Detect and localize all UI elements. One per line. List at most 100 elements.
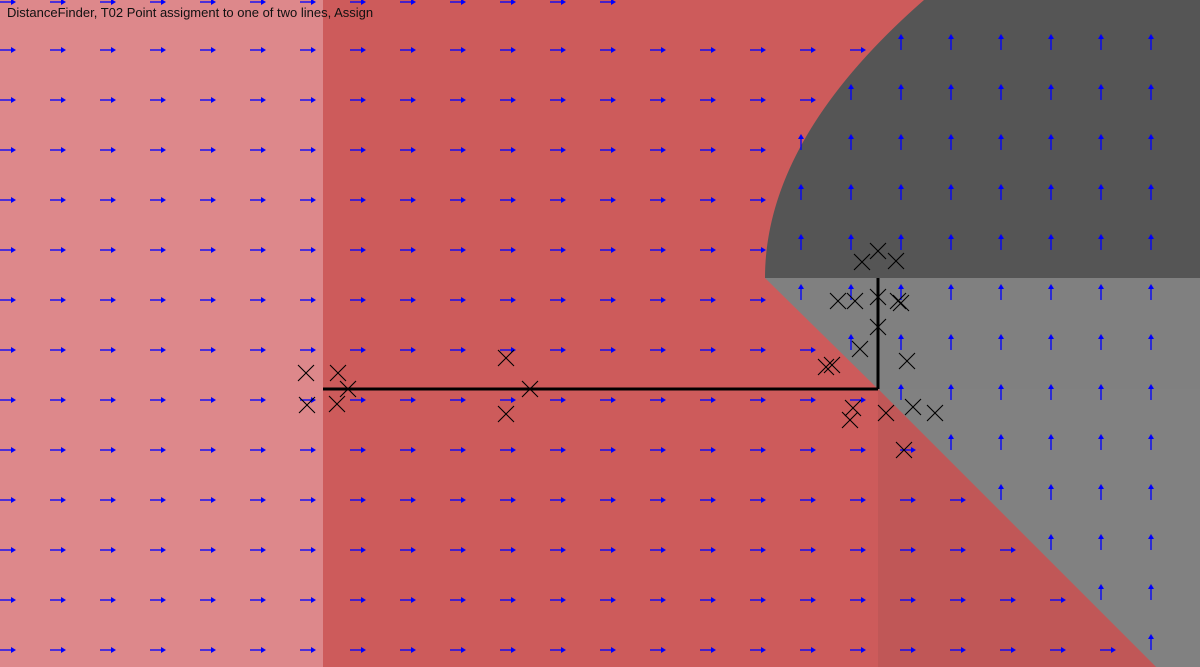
arrow-right-icon (200, 247, 216, 253)
arrow-head (1011, 647, 1016, 653)
arrow-right-icon (150, 647, 166, 653)
arrow-right-icon (150, 0, 166, 5)
arrow-head (261, 647, 266, 653)
arrow-head (511, 47, 516, 53)
arrow-right-icon (350, 147, 366, 153)
cross-stroke (823, 356, 841, 374)
arrow-head (561, 447, 566, 453)
arrow-head (861, 647, 866, 653)
cross-stroke (887, 252, 905, 270)
arrow-head (11, 547, 16, 553)
arrow-right-icon (600, 347, 616, 353)
cross-marker-icon (297, 364, 315, 382)
arrow-right-icon (550, 397, 566, 403)
arrow-right-icon (200, 497, 216, 503)
arrow-right-icon (800, 97, 816, 103)
cross-marker-icon (823, 356, 841, 374)
arrow-up-icon (998, 384, 1004, 400)
arrow-right-icon (200, 147, 216, 153)
arrow-head (1048, 384, 1054, 389)
arrow-up-icon (1148, 484, 1154, 500)
cross-stroke (892, 294, 910, 312)
arrow-head (561, 147, 566, 153)
arrow-head (111, 247, 116, 253)
arrow-head (998, 234, 1004, 239)
cross-stroke (297, 364, 315, 382)
arrow-head (898, 184, 904, 189)
arrow-right-icon (400, 147, 416, 153)
arrow-right-icon (350, 347, 366, 353)
arrow-head (261, 497, 266, 503)
arrow-head (611, 47, 616, 53)
arrow-up-icon (1048, 134, 1054, 150)
arrow-right-icon (700, 647, 716, 653)
arrow-right-icon (650, 47, 666, 53)
arrow-head (811, 97, 816, 103)
arrow-right-icon (650, 197, 666, 203)
arrow-head (998, 384, 1004, 389)
cross-stroke (898, 352, 916, 370)
arrow-up-icon (1048, 34, 1054, 50)
arrow-up-icon (848, 184, 854, 200)
arrow-head (661, 297, 666, 303)
arrow-up-icon (948, 34, 954, 50)
arrow-up-icon (798, 234, 804, 250)
arrow-head (211, 97, 216, 103)
arrow-head (961, 547, 966, 553)
arrow-right-icon (950, 647, 966, 653)
arrow-up-icon (1148, 584, 1154, 600)
arrow-head (11, 597, 16, 603)
arrow-head (611, 297, 616, 303)
arrow-head (711, 647, 716, 653)
arrow-right-icon (400, 247, 416, 253)
arrow-right-icon (300, 597, 316, 603)
arrow-head (761, 297, 766, 303)
arrow-right-icon (700, 547, 716, 553)
arrow-head (411, 347, 416, 353)
arrow-head (411, 547, 416, 553)
arrow-head (961, 497, 966, 503)
arrow-right-icon (600, 497, 616, 503)
arrow-head (61, 247, 66, 253)
arrow-head (861, 597, 866, 603)
cross-stroke (841, 411, 859, 429)
arrow-head (711, 347, 716, 353)
arrow-right-icon (200, 597, 216, 603)
arrow-right-icon (0, 97, 16, 103)
arrow-up-icon (1098, 184, 1104, 200)
arrow-head (261, 347, 266, 353)
arrow-head (861, 447, 866, 453)
arrow-head (511, 0, 516, 5)
arrow-head (511, 547, 516, 553)
arrow-right-icon (450, 297, 466, 303)
arrow-head (711, 547, 716, 553)
arrow-head (1098, 84, 1104, 89)
arrow-right-icon (150, 197, 166, 203)
arrow-head (311, 297, 316, 303)
arrow-head (211, 547, 216, 553)
arrow-right-icon (550, 647, 566, 653)
arrow-head (111, 597, 116, 603)
arrow-up-icon (1098, 34, 1104, 50)
arrow-head (511, 197, 516, 203)
arrow-head (898, 334, 904, 339)
cross-marker-icon (846, 292, 864, 310)
arrow-head (511, 247, 516, 253)
arrow-right-icon (650, 547, 666, 553)
arrow-up-icon (948, 434, 954, 450)
arrow-head (411, 247, 416, 253)
arrow-right-icon (850, 447, 866, 453)
arrow-up-icon (1048, 484, 1054, 500)
arrow-right-icon (350, 47, 366, 53)
cross-marker-icon (926, 404, 944, 422)
arrow-head (311, 447, 316, 453)
arrow-right-icon (300, 0, 316, 5)
arrow-head (811, 497, 816, 503)
arrow-right-icon (600, 197, 616, 203)
arrow-up-icon (998, 284, 1004, 300)
arrow-head (561, 97, 566, 103)
arrow-right-icon (950, 597, 966, 603)
arrow-right-icon (350, 97, 366, 103)
arrow-right-icon (0, 397, 16, 403)
